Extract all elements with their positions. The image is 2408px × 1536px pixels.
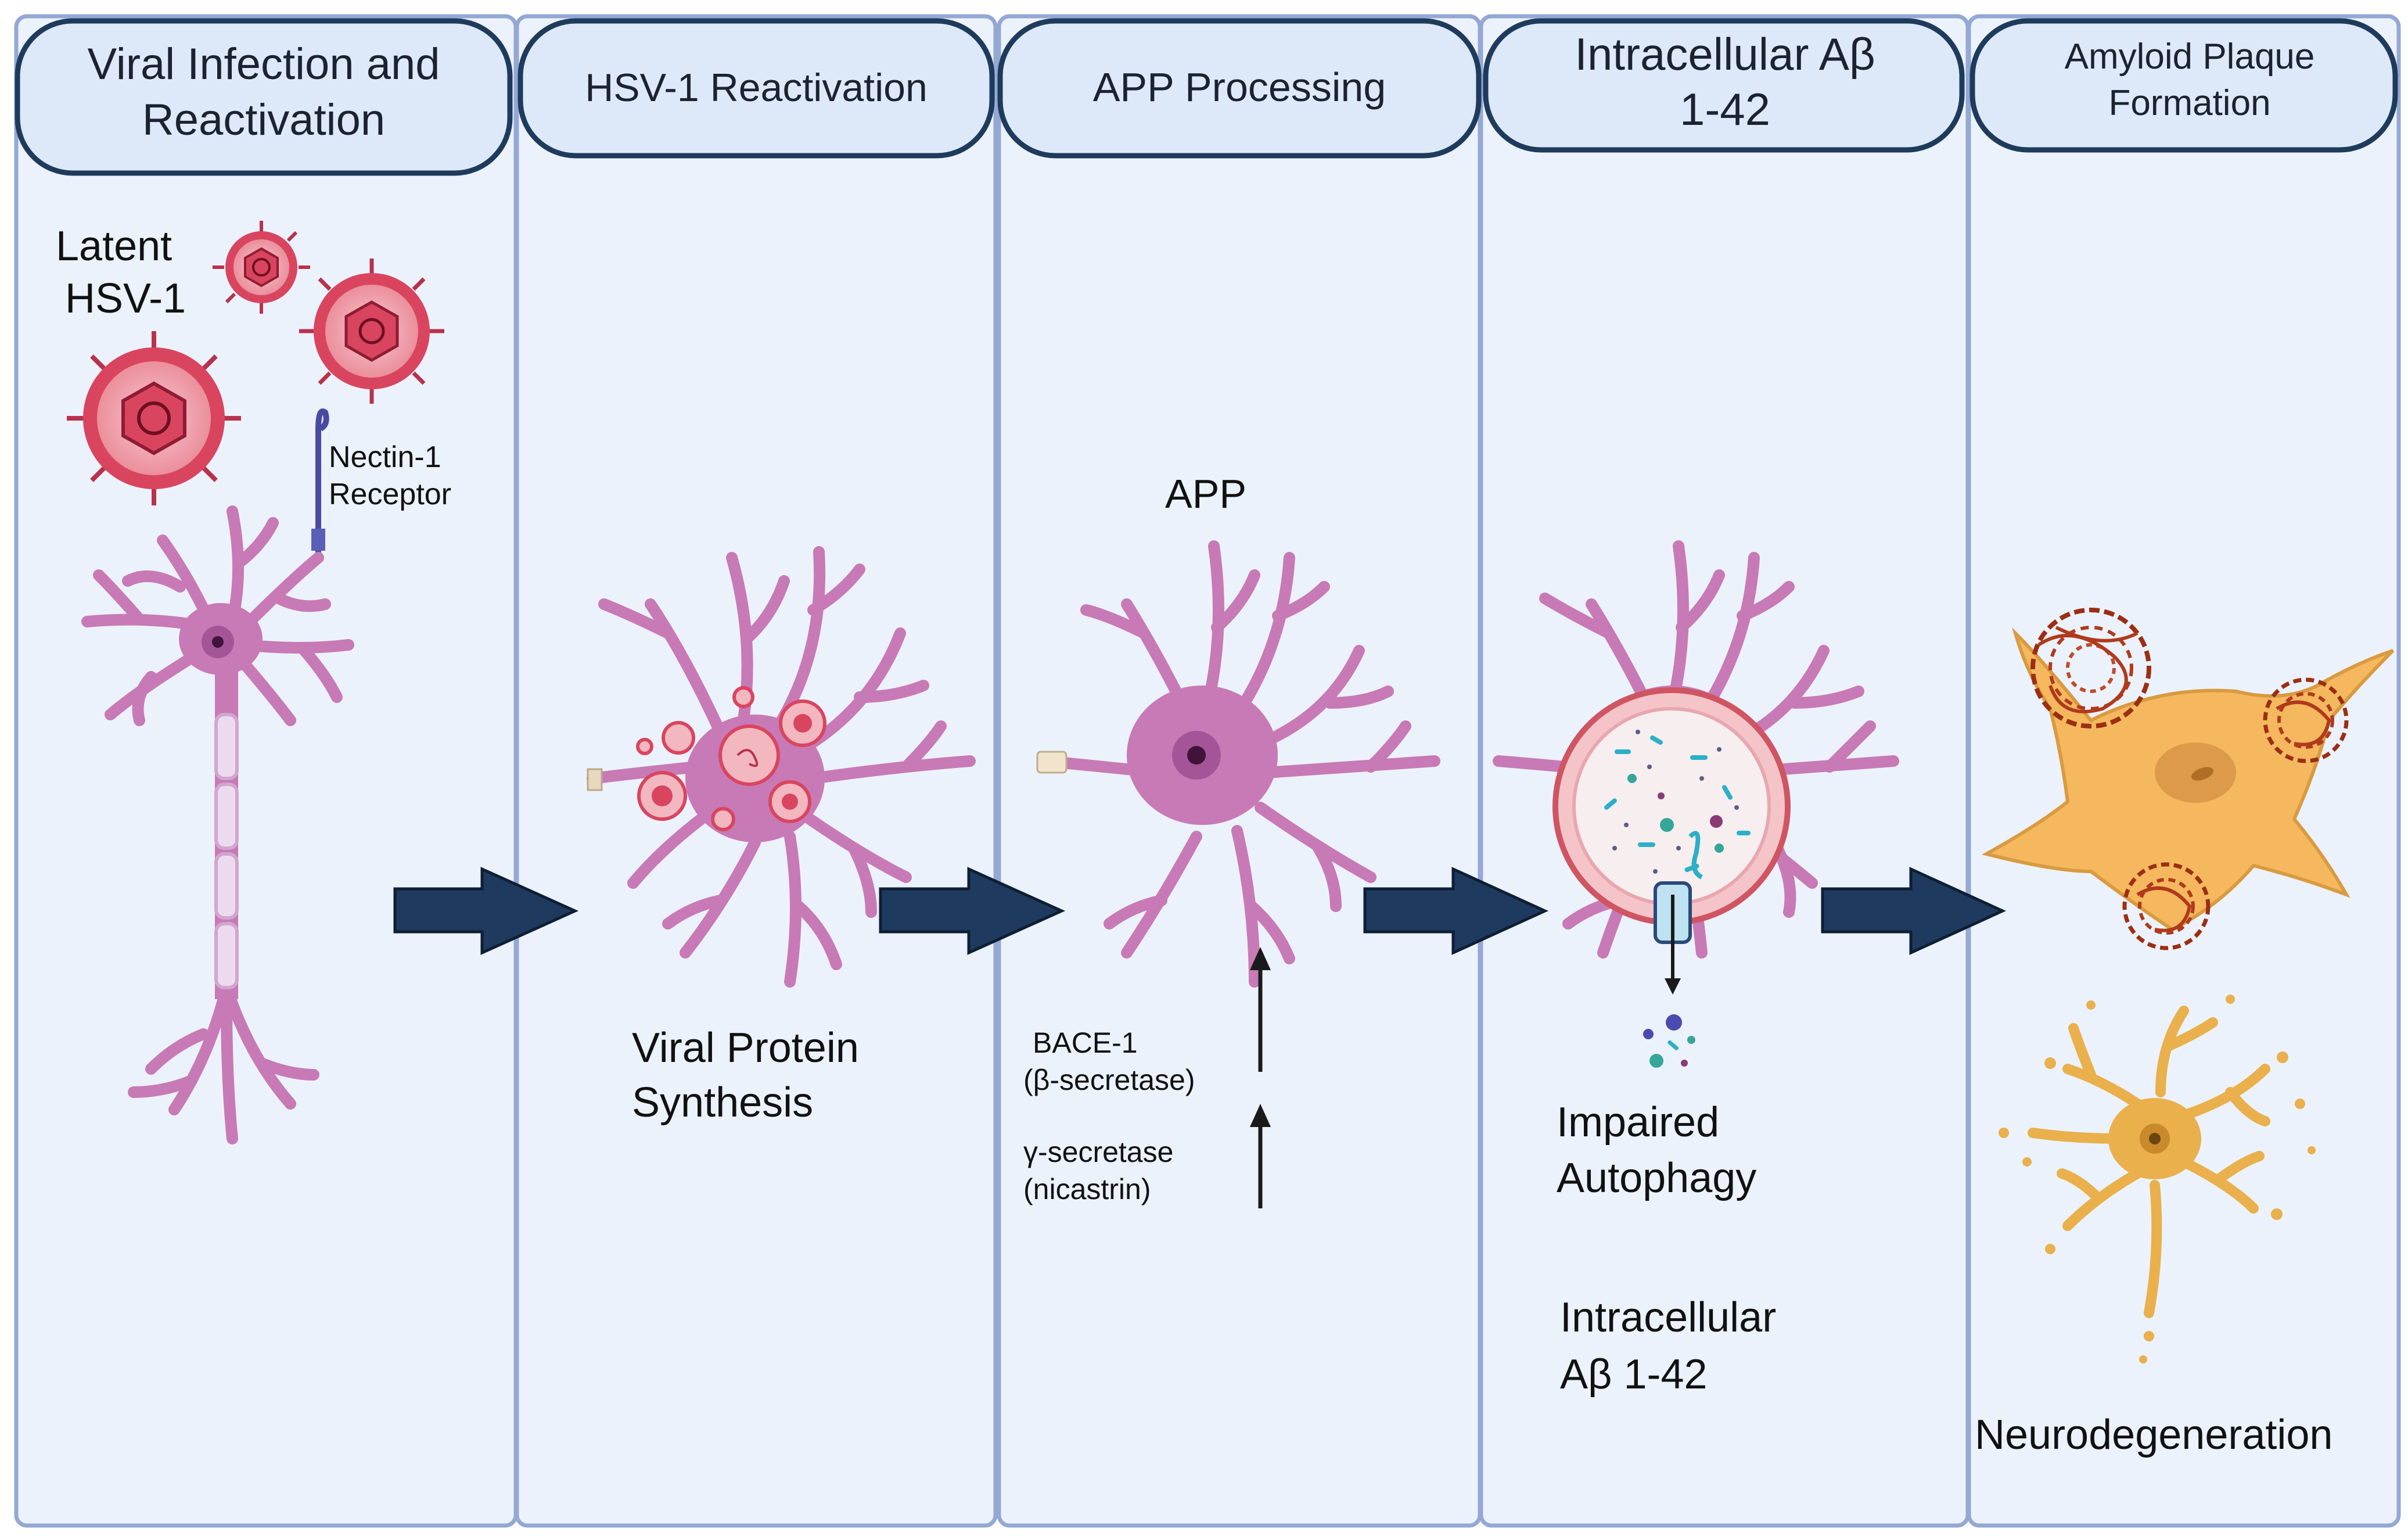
amyloid-plaque-icon [2263, 677, 2349, 763]
arrow-4 [1821, 867, 2007, 955]
virus-icon-medium [299, 259, 444, 404]
latent-hsv-label: Latent [56, 223, 172, 270]
arrow-3 [1363, 867, 1549, 955]
glial-cell-icon [1981, 627, 2395, 932]
app-label: APP [1165, 471, 1246, 516]
latent-hsv-label: HSV-1 [65, 275, 186, 322]
intracellular-abeta-label: Intracellular [1560, 1294, 1776, 1341]
degenerating-neuron-icon [1999, 995, 2316, 1363]
header-line: 1-42 [1680, 84, 1770, 135]
gamma-label: (nicastrin) [1023, 1173, 1151, 1205]
viral-protein-label: Viral Protein [632, 1025, 859, 1071]
header-line: Reactivation [142, 95, 385, 145]
header-panel-5: Amyloid Plaque Formation [1969, 18, 2398, 153]
virus-icon-small [213, 221, 310, 314]
header-line: Formation [2108, 83, 2270, 123]
header-line: APP Processing [1093, 64, 1386, 110]
intracellular-abeta-label: Aβ 1-42 [1560, 1351, 1708, 1398]
header-panel-1: Viral Infection and Reactivation [15, 18, 513, 176]
header-line: Viral Infection and [88, 40, 440, 89]
header-panel-3: APP Processing [997, 18, 1482, 159]
nectin-label: Receptor [329, 478, 451, 511]
header-panel-4: Intracellular Aβ 1-42 [1483, 18, 1965, 153]
virus-icon-large [67, 331, 241, 505]
header-line: Intracellular Aβ [1575, 28, 1875, 80]
arrow-1 [393, 867, 579, 955]
header-panel-2: HSV-1 Reactivation [517, 18, 995, 159]
nectin-receptor-icon [311, 408, 329, 558]
bace-label: BACE-1 [1033, 1027, 1138, 1059]
virus-particles-icon [636, 686, 826, 831]
viral-protein-label: Synthesis [632, 1079, 813, 1126]
impaired-autophagy-label: Autophagy [1557, 1155, 1756, 1201]
neuron-icon-panel1 [81, 505, 354, 1144]
neurodegeneration-label: Neurodegeneration [1975, 1412, 2332, 1458]
amyloid-plaque-icon [2030, 608, 2151, 728]
autophagosome-icon [1552, 687, 1791, 1068]
up-arrow-icon [1250, 947, 1271, 1072]
up-arrow-icon [1250, 1104, 1271, 1208]
gamma-label: γ-secretase [1023, 1136, 1173, 1168]
amyloid-plaque-icon [2122, 862, 2211, 950]
header-line: Amyloid Plaque [2065, 37, 2315, 77]
bace-label: (β-secretase) [1023, 1064, 1195, 1096]
nectin-label: Nectin-1 [329, 440, 441, 474]
arrow-2 [879, 867, 1066, 955]
header-line: HSV-1 Reactivation [585, 66, 928, 110]
impaired-autophagy-label: Impaired [1557, 1099, 1719, 1146]
